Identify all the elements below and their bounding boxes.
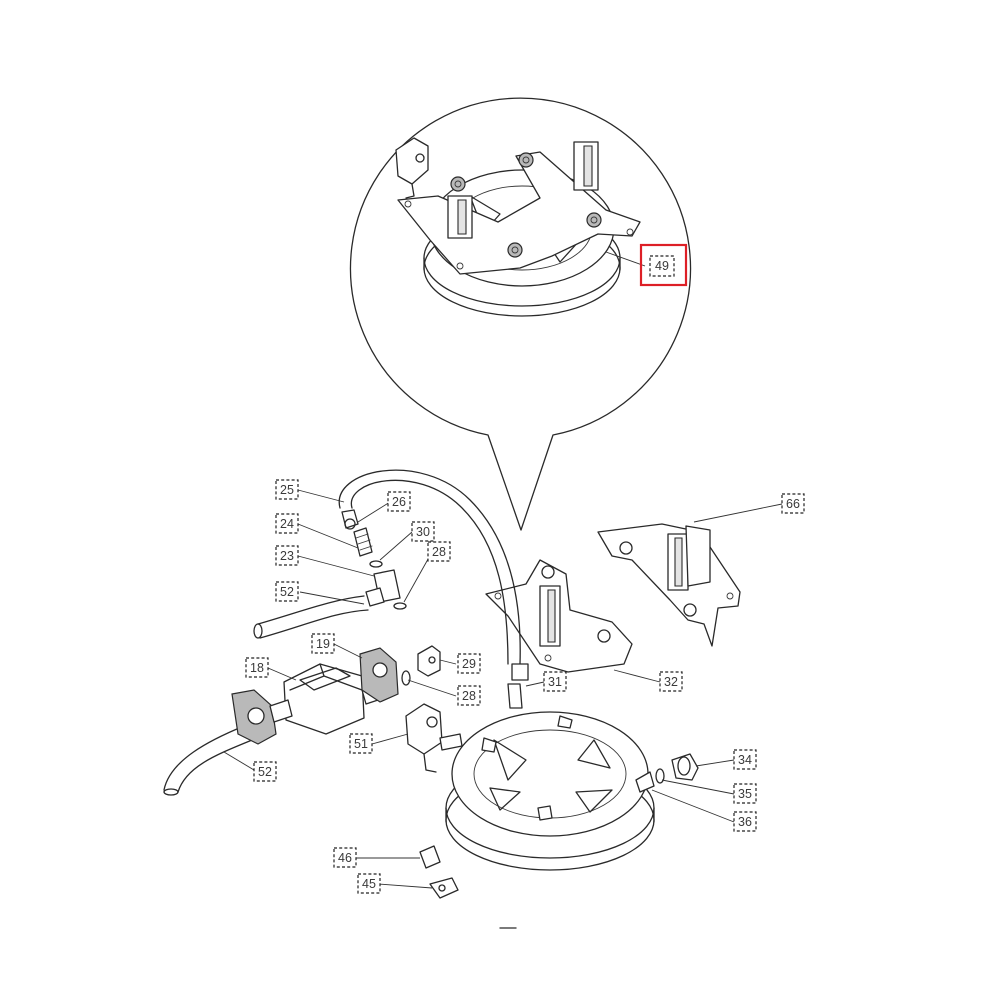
- svg-text:26: 26: [392, 495, 406, 509]
- callout-29[interactable]: 29: [457, 653, 481, 674]
- bracket-32: [485, 559, 633, 673]
- callout-18[interactable]: 18: [245, 657, 269, 678]
- valves: [405, 645, 529, 773]
- highlight-box: [639, 243, 688, 287]
- callout-25[interactable]: 25: [275, 479, 299, 500]
- callout-30[interactable]: 30: [411, 521, 435, 542]
- callout-66[interactable]: 66: [781, 493, 805, 514]
- svg-text:24: 24: [280, 517, 294, 531]
- callout-labels: 49 25 26 24 30 23 28 52 19 18 29 28 31 3…: [245, 255, 805, 894]
- svg-text:30: 30: [416, 525, 430, 539]
- bracket-66: [597, 523, 741, 647]
- boiler-detail: [395, 137, 646, 317]
- callout-28-upper[interactable]: 28: [427, 541, 451, 562]
- svg-text:36: 36: [738, 815, 752, 829]
- callout-45[interactable]: 45: [357, 873, 381, 894]
- pump-assembly: [231, 647, 411, 745]
- svg-text:19: 19: [316, 637, 330, 651]
- svg-text:29: 29: [462, 657, 476, 671]
- magnifier-bubble: [349, 97, 692, 531]
- svg-text:18: 18: [250, 661, 264, 675]
- svg-text:51: 51: [354, 737, 368, 751]
- svg-text:66: 66: [786, 497, 800, 511]
- callout-46[interactable]: 46: [333, 847, 357, 868]
- callout-23[interactable]: 23: [275, 545, 299, 566]
- svg-text:34: 34: [738, 753, 752, 767]
- callout-51[interactable]: 51: [349, 733, 373, 754]
- callout-36[interactable]: 36: [733, 811, 757, 832]
- small-parts: [419, 845, 517, 929]
- svg-text:46: 46: [338, 851, 352, 865]
- fittings-upper: [341, 509, 407, 610]
- callout-52-upper[interactable]: 52: [275, 581, 299, 602]
- callout-52-lower[interactable]: 52: [253, 761, 277, 782]
- callout-19[interactable]: 19: [311, 633, 335, 654]
- boiler-main: [445, 711, 655, 871]
- svg-text:52: 52: [258, 765, 272, 779]
- svg-text:28: 28: [432, 545, 446, 559]
- svg-text:32: 32: [664, 675, 678, 689]
- svg-text:25: 25: [280, 483, 294, 497]
- svg-text:23: 23: [280, 549, 294, 563]
- hoses: [163, 469, 521, 796]
- callout-49[interactable]: 49: [649, 255, 675, 277]
- leader-lines: [223, 489, 783, 889]
- svg-text:49: 49: [655, 259, 669, 273]
- svg-text:45: 45: [362, 877, 376, 891]
- callout-31[interactable]: 31: [543, 671, 567, 692]
- callout-35[interactable]: 35: [733, 783, 757, 804]
- svg-text:52: 52: [280, 585, 294, 599]
- fittings-right: [655, 753, 699, 784]
- callout-24[interactable]: 24: [275, 513, 299, 534]
- svg-text:31: 31: [548, 675, 562, 689]
- callout-32[interactable]: 32: [659, 671, 683, 692]
- svg-text:35: 35: [738, 787, 752, 801]
- callout-28-lower[interactable]: 28: [457, 685, 481, 706]
- callout-34[interactable]: 34: [733, 749, 757, 770]
- callout-26[interactable]: 26: [387, 491, 411, 512]
- svg-text:28: 28: [462, 689, 476, 703]
